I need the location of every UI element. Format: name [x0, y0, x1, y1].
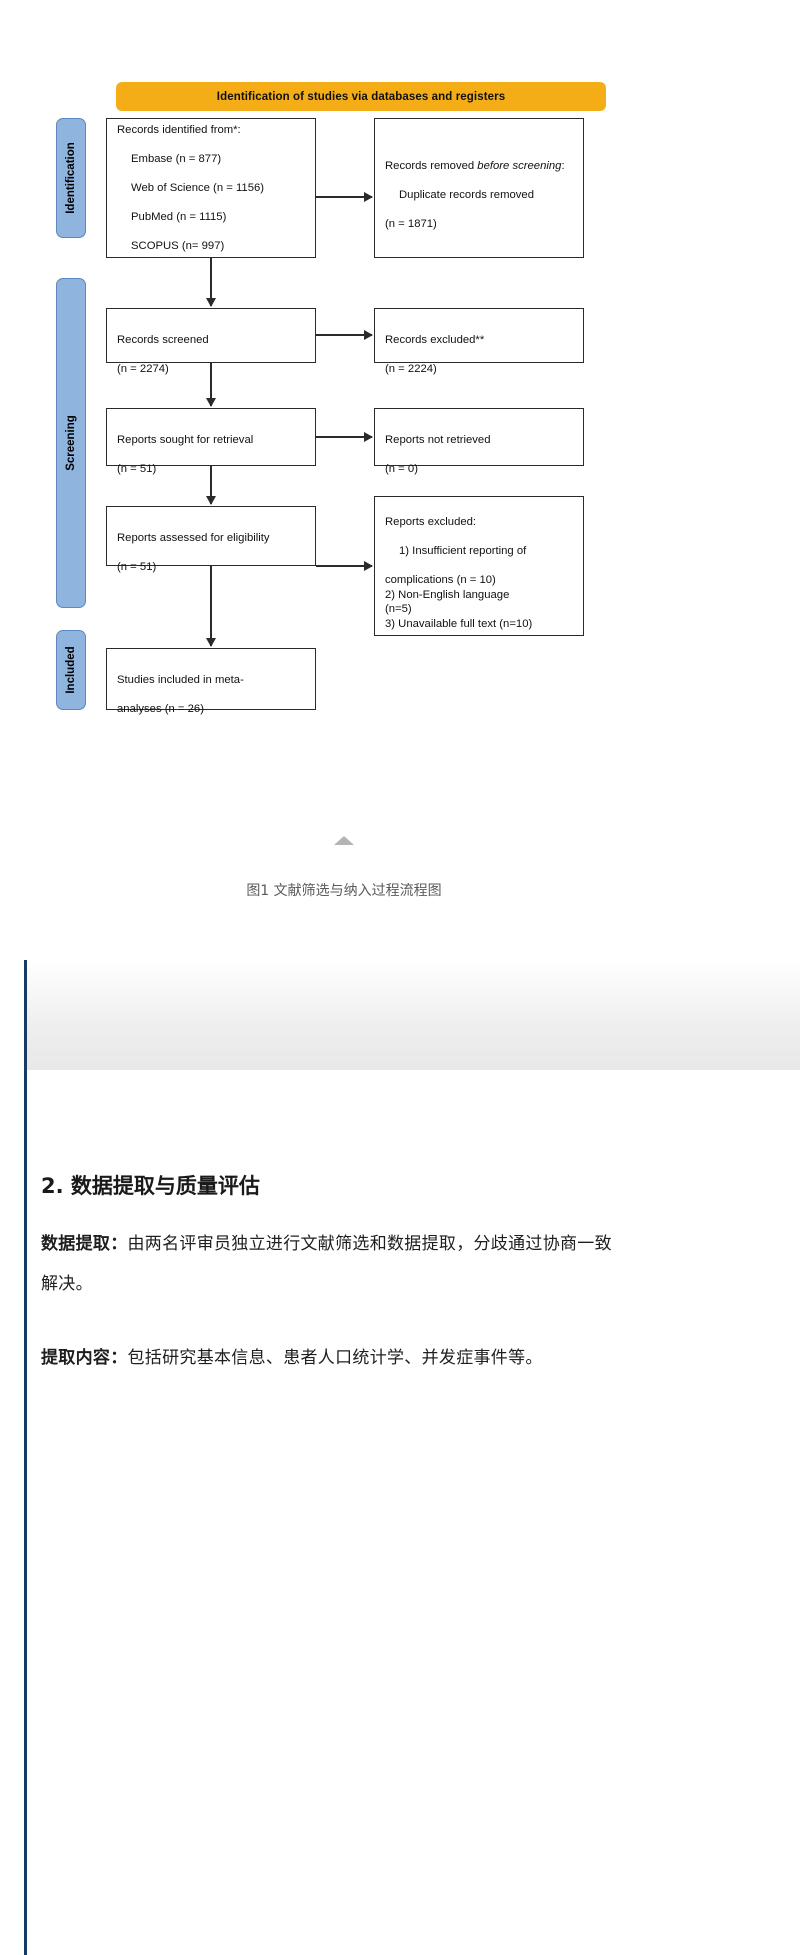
arrow-screened-to-sought — [210, 363, 212, 406]
box-reports-assessed-count: (n = 51) — [117, 560, 157, 573]
box-reports-excluded-reason-4: 3) Unavailable full text (n=10) — [385, 617, 533, 630]
box-records-identified-title: Records identified from*: — [117, 123, 241, 136]
box-records-screened-count: (n = 2274) — [117, 362, 169, 375]
box-records-removed-colon: : — [561, 160, 565, 172]
figure-caption: 图1 文献筛选与纳入过程流程图 — [246, 883, 442, 899]
box-records-removed: Records removed before screening: Duplic… — [374, 118, 584, 258]
paragraph-extraction-content: 提取内容：包括研究基本信息、患者人口统计学、并发症事件等。 — [41, 1338, 613, 1378]
box-reports-not-retrieved-count: (n = 0) — [385, 462, 418, 475]
arrow-sought-to-assessed — [210, 466, 212, 504]
left-page-rail — [24, 0, 27, 1955]
stage-label-included: Included — [56, 630, 86, 710]
box-reports-sought-title: Reports sought for retrieval — [117, 433, 254, 446]
box-reports-excluded-reason-2: 2) Non-English language — [385, 588, 510, 601]
box-reports-excluded-reasons-title: Reports excluded: — [385, 516, 477, 529]
paragraph-extraction-content-text: 包括研究基本信息、患者人口统计学、并发症事件等。 — [127, 1348, 543, 1368]
box-reports-assessed-title: Reports assessed for eligibility — [117, 531, 270, 544]
arrow-screened-to-excluded — [316, 334, 372, 336]
box-records-identified-item-2: PubMed (n = 1115) — [131, 210, 227, 223]
prisma-figure: Identification of studies via databases … — [24, 0, 800, 960]
section-divider-band — [27, 960, 800, 1070]
collapse-triangle-icon[interactable] — [334, 836, 354, 845]
box-studies-included-line-2: analyses (n = 26) — [117, 702, 204, 715]
box-records-excluded-count: (n = 2224) — [385, 362, 437, 375]
box-records-screened-title: Records screened — [117, 333, 209, 346]
box-studies-included-line-1: Studies included in meta- — [117, 673, 244, 686]
box-records-removed-item-1: (n = 1871) — [385, 218, 437, 230]
box-records-identified-item-3: SCOPUS (n= 997) — [131, 239, 225, 252]
stage-label-screening-text: Screening — [65, 415, 77, 471]
box-records-excluded-title: Records excluded** — [385, 333, 485, 346]
arrow-sought-to-not-retrieved — [316, 436, 372, 438]
box-reports-excluded-reasons: Reports excluded: 1) Insufficient report… — [374, 496, 584, 636]
box-records-identified: Records identified from*: Embase (n = 87… — [106, 118, 316, 258]
box-reports-excluded-reason-3: (n=5) — [385, 603, 412, 616]
box-studies-included: Studies included in meta- analyses (n = … — [106, 648, 316, 715]
prisma-diagram: Identification of studies via databases … — [44, 60, 624, 760]
stage-label-identification: Identification — [56, 118, 86, 238]
stage-label-included-text: Included — [65, 646, 77, 694]
box-reports-not-retrieved-title: Reports not retrieved — [385, 433, 491, 446]
paragraph-data-extraction-text: 由两名评审员独立进行文献筛选和数据提取，分歧通过协商一致解决。 — [41, 1234, 612, 1294]
box-reports-assessed: Reports assessed for eligibility (n = 51… — [106, 506, 316, 573]
paragraph-extraction-content-label: 提取内容： — [41, 1348, 128, 1368]
arrow-identified-to-screened — [210, 258, 212, 306]
box-records-removed-title: Records removed before screening: — [385, 159, 565, 174]
box-reports-excluded-reason-1: complications (n = 10) — [385, 574, 496, 587]
paragraph-data-extraction-label: 数据提取： — [41, 1234, 128, 1254]
box-records-screened: Records screened (n = 2274) — [106, 308, 316, 375]
prisma-banner-title: Identification of studies via databases … — [116, 82, 606, 111]
stage-label-identification-text: Identification — [65, 142, 77, 214]
box-records-removed-lead: Records removed — [385, 160, 478, 172]
box-reports-excluded-reason-0: 1) Insufficient reporting of — [399, 545, 527, 558]
paragraph-data-extraction: 数据提取：由两名评审员独立进行文献筛选和数据提取，分歧通过协商一致解决。 — [41, 1224, 613, 1304]
stage-label-screening: Screening — [56, 278, 86, 608]
box-records-excluded: Records excluded** (n = 2224) — [374, 308, 584, 375]
box-reports-sought-count: (n = 51) — [117, 462, 157, 475]
box-records-identified-item-0: Embase (n = 877) — [131, 152, 222, 165]
arrow-assessed-to-included — [210, 566, 212, 646]
box-reports-not-retrieved: Reports not retrieved (n = 0) — [374, 408, 584, 475]
article-body: 2. 数据提取与质量评估 数据提取：由两名评审员独立进行文献筛选和数据提取，分歧… — [27, 1130, 627, 1412]
box-reports-sought: Reports sought for retrieval (n = 51) — [106, 408, 316, 475]
box-records-identified-item-1: Web of Science (n = 1156) — [131, 181, 265, 194]
arrow-identified-to-removed — [316, 196, 372, 198]
arrow-assessed-to-excluded — [316, 565, 372, 567]
box-records-removed-emphasis: before screening — [477, 160, 562, 172]
section-heading: 2. 数据提取与质量评估 — [41, 1174, 260, 1198]
box-records-removed-item-0: Duplicate records removed — [399, 189, 534, 201]
